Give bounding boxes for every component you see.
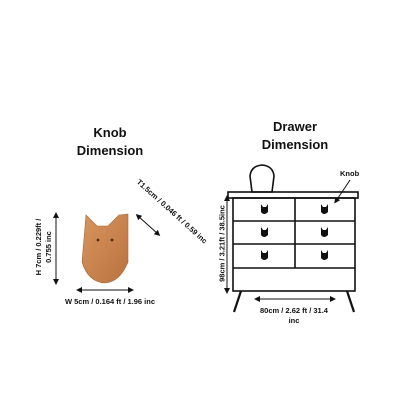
drawer-height-label: 98cm / 3.21ft / 38.5inc [217, 205, 227, 282]
knob-height-label-line2: 0.755 inc [44, 231, 53, 263]
knob-height-label-line1: H 7cm / 0.229ft / [34, 218, 43, 276]
knob-callout-arrow [334, 179, 351, 204]
knob-title: Knob Dimension [60, 124, 160, 160]
drawer-title-line2: Dimension [261, 137, 329, 152]
drawer-width-label-line1: 80cm / 2.62 ft / 31.4 [260, 306, 328, 315]
drawer-title-line1: Drawer [272, 119, 318, 134]
drawer-vase [249, 164, 275, 193]
knob-title-line2: Dimension [76, 143, 144, 158]
knob-thickness-arrow [135, 213, 161, 237]
knob-shape [81, 213, 129, 284]
knob-width-label: W 5cm / 0.164 ft / 1.96 inc [64, 297, 156, 306]
drawer-title: Drawer Dimension [245, 118, 345, 154]
drawer-cabinet [227, 191, 359, 313]
knob-height-label: H 7cm / 0.229ft / 0.755 inc [34, 210, 54, 284]
knob-title-line1: Knob [93, 125, 127, 140]
knob-right-eye [110, 238, 114, 242]
drawer-width-label-line2: inc [288, 316, 300, 325]
knob-callout-label: Knob [340, 169, 360, 178]
drawer-width-label: 80cm / 2.62 ft / 31.4 inc [244, 306, 344, 326]
knob-left-eye [96, 238, 100, 242]
drawer-knobs [261, 204, 328, 260]
